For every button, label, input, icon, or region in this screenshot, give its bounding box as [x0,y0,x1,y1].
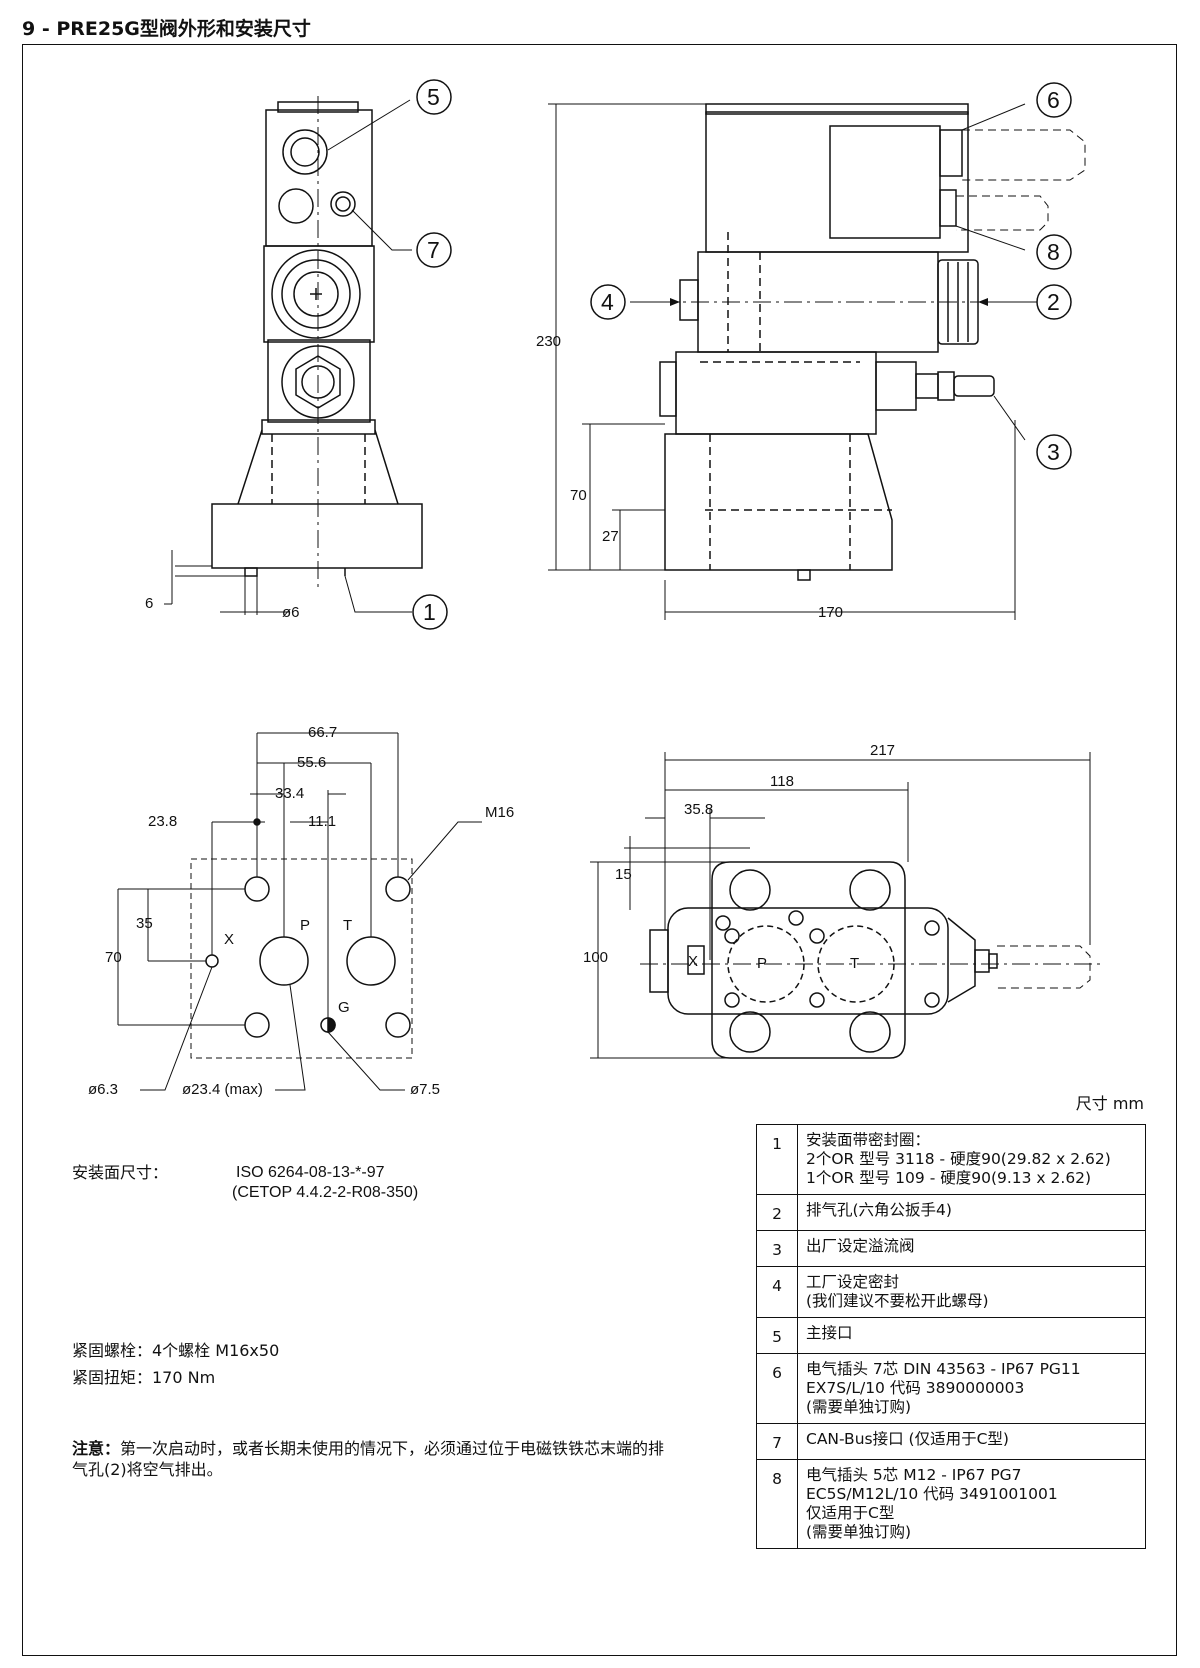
callout-5: 5 [427,84,440,110]
dim-100: 100 [583,949,608,966]
dim-66-7: 66.7 [308,724,337,741]
dim-35: 35 [136,915,153,932]
mounting-line2: (CETOP 4.4.2-2-R08-350) [232,1184,419,1201]
dim-7-5: ø7.5 [410,1081,440,1098]
dim-70: 70 [570,487,587,504]
callout-1: 1 [423,599,436,625]
top-port-x-label: X [688,953,698,970]
dim-230: 230 [536,333,561,350]
startup-note-text: 第一次启动时，或者长期未使用的情况下，必须通过位于电磁铁铁芯末端的排气孔(2)将… [72,1439,665,1479]
callout-7: 7 [427,237,440,263]
mounting-line1: ISO 6264-08-13-*-97 [236,1164,385,1181]
dim-15: 15 [615,866,632,883]
legend-text: 排气孔(六角公扳手4) [797,1194,1146,1231]
port-p-label: P [300,917,310,934]
startup-note-label: 注意： [72,1439,121,1458]
dim-23-8: 23.8 [148,813,177,830]
side-view [548,103,1086,620]
port-t-label: T [343,917,352,934]
legend-text: 电气插头 5芯 M12 - IP67 PG7 EC5S/M12L/10 代码 3… [797,1459,1146,1549]
legend-text: CAN-Bus接口 (仅适用于C型) [797,1423,1146,1460]
callout-6: 6 [1047,87,1060,113]
legend-text: 主接口 [797,1317,1146,1354]
legend-num: 8 [756,1459,798,1549]
dim-27: 27 [602,528,619,545]
dim-11-1: 11.1 [308,813,336,830]
legend-num: 6 [756,1353,798,1424]
callout-8: 8 [1047,239,1060,265]
dim-35-8: 35.8 [684,801,713,818]
bolts-line2: 紧固扭矩：170 Nm [72,1368,216,1387]
bolts-line1: 紧固螺栓：4个螺栓 M16x50 [72,1341,280,1360]
dim-33-4: 33.4 [275,785,304,802]
dim-55-6: 55.6 [297,754,326,771]
callout-4: 4 [601,289,614,315]
units-label: 尺寸 mm [1075,1094,1144,1113]
dim-170: 170 [818,604,843,621]
legend-num: 7 [756,1423,798,1460]
dim-6: 6 [145,595,153,612]
legend-text: 安装面带密封圈： 2个OR 型号 3118 - 硬度90(29.82 x 2.6… [797,1124,1146,1195]
dim-118: 118 [770,773,794,790]
mounting-interface [117,732,482,1091]
legend-num: 1 [756,1124,798,1195]
legend-text: 工厂设定密封 (我们建议不要松开此螺母) [797,1266,1146,1318]
legend-num: 4 [756,1266,798,1318]
legend-text: 电气插头 7芯 DIN 43563 - IP67 PG11 EX7S/L/10 … [797,1353,1146,1424]
page-title: 9 - PRE25G型阀外形和安装尺寸 [22,18,311,40]
mounting-label: 安装面尺寸： [72,1163,169,1182]
legend-num: 2 [756,1194,798,1231]
startup-note: 注意：第一次启动时，或者长期未使用的情况下，必须通过位于电磁铁铁芯末端的排气孔(… [72,1438,672,1480]
dim-m16: M16 [485,804,514,821]
callout-2: 2 [1047,289,1060,315]
drawing-frame [22,44,1177,1656]
legend-num: 3 [756,1230,798,1267]
legend-text: 出厂设定溢流阀 [797,1230,1146,1267]
dim-70b: 70 [105,949,122,966]
port-x-label: X [224,931,234,948]
legend-num: 5 [756,1317,798,1354]
callout-3: 3 [1047,439,1060,465]
top-port-t-label: T [850,955,859,972]
front-view [164,96,423,615]
dim-6-3: ø6.3 [88,1081,118,1098]
dim-217: 217 [870,742,895,759]
dim-23-4: ø23.4 (max) [182,1081,263,1098]
top-port-p-label: P [757,955,767,972]
port-g-label: G [338,999,350,1016]
top-view [590,752,1100,1059]
dim-pin-dia: ø6 [282,604,300,621]
